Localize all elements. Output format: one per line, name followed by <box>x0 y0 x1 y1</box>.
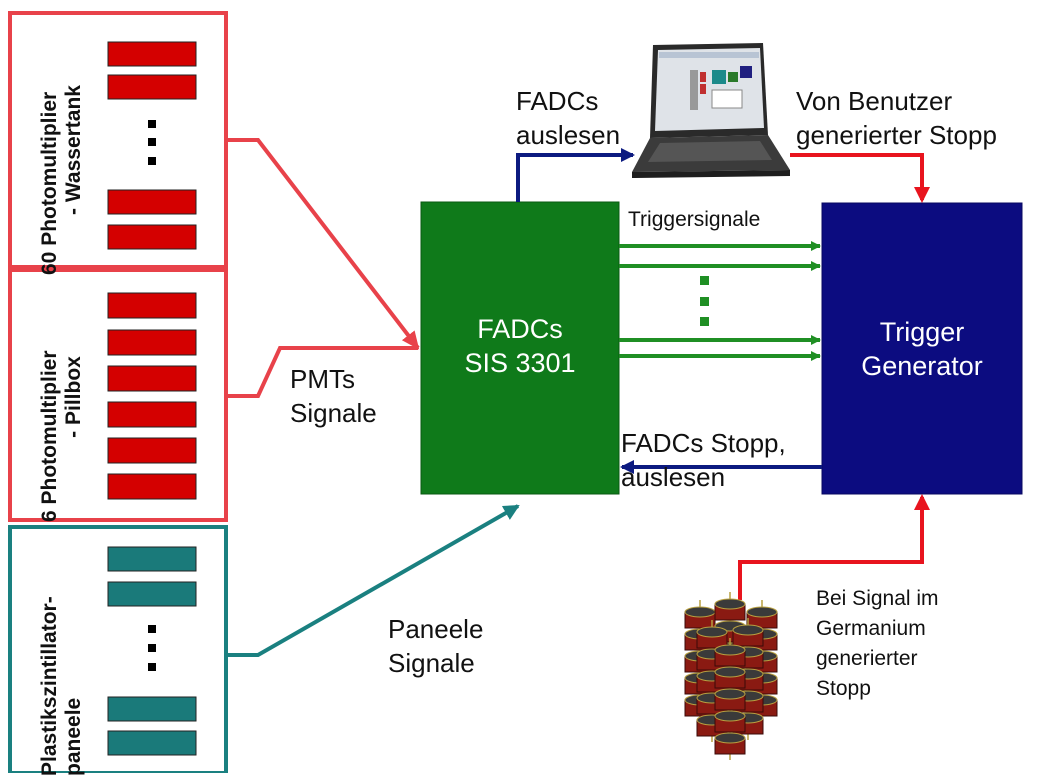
pmt-bar <box>107 437 197 464</box>
panel-bar <box>107 546 197 572</box>
trigger-signals-label: Triggersignale <box>628 208 761 231</box>
wassertank-label-line1: 60 Photomultiplier <box>38 91 61 275</box>
detector-cap <box>714 666 746 678</box>
pillbox-label-line2: - Pillbox <box>62 356 85 438</box>
panel-bar <box>107 730 197 756</box>
trigger-signal-arrows <box>619 241 821 361</box>
fadc-readout-line2: auslesen <box>516 120 621 150</box>
fadc-stop-line1: FADCs Stopp, <box>621 428 786 458</box>
paneele-group-label: Plastikszintillator- paneele <box>38 526 86 776</box>
user-stop-line1: Von Benutzer <box>796 86 953 116</box>
detector-cap <box>714 710 746 722</box>
pmt-bar <box>107 292 197 319</box>
germanium-stop-line4: Stopp <box>816 677 871 700</box>
pillbox-label-line1: 6 Photomultiplier <box>38 350 61 522</box>
detector-cap <box>684 606 716 618</box>
detector-cap <box>746 606 778 618</box>
panel-signals-line1: Paneele <box>388 614 484 644</box>
pmt-bar <box>107 473 197 500</box>
trigger-ellipsis <box>700 276 709 326</box>
fadc-stop-label: FADCs Stopp, auslesen <box>621 426 786 494</box>
fadc-readout-arrow <box>516 148 635 202</box>
pmt-bar <box>107 401 197 428</box>
detector-cap <box>696 626 728 638</box>
panel-signal-line <box>226 504 520 657</box>
pmt-bar <box>107 365 197 392</box>
germanium-stop-line3: generierter <box>816 647 918 670</box>
fadc-label-line2: SIS 3301 <box>464 348 576 378</box>
detector-cap <box>714 688 746 700</box>
trigger-label-line2: Generator <box>861 351 983 381</box>
paneele-label-line2: paneele <box>62 697 85 776</box>
pmt-bar <box>107 41 197 67</box>
trigger-label-line1: Trigger <box>879 317 965 347</box>
paneele-bars <box>107 546 197 756</box>
pmt-bar <box>107 189 197 215</box>
pillbox-pmt-bars <box>107 292 197 500</box>
detector-cap <box>714 598 746 610</box>
panel-bar <box>107 581 197 607</box>
user-stop-arrow <box>790 153 930 203</box>
germanium-stop-line2: Germanium <box>816 617 926 640</box>
fadc-readout-line1: FADCs <box>516 86 599 116</box>
pmt-signals-label: PMTs Signale <box>290 362 377 430</box>
fadc-readout-label: FADCs auslesen <box>516 84 620 152</box>
pmt-signal-lines <box>226 138 420 398</box>
trigger-box-label: Trigger Generator <box>822 315 1022 383</box>
wassertank-label-line2: - Wassertank <box>62 85 85 215</box>
wassertank-group-label: 60 Photomultiplier - Wassertank <box>38 25 86 275</box>
wassertank-pmt-bars <box>107 41 197 250</box>
germanium-stop-label: Bei Signal im Germanium generierter Stop… <box>816 584 939 704</box>
panel-bar <box>107 696 197 722</box>
pmt-signals-line1: PMTs <box>290 364 355 394</box>
user-stop-line2: generierter Stopp <box>796 120 997 150</box>
fadc-box-label: FADCs SIS 3301 <box>421 312 619 380</box>
ellipsis-dots <box>148 120 156 671</box>
pillbox-group-label: 6 Photomultiplier - Pillbox <box>38 272 86 522</box>
pmt-signals-line2: Signale <box>290 398 377 428</box>
germanium-detector-array-icon <box>684 592 778 760</box>
paneele-label-line1: Plastikszintillator- <box>38 596 61 776</box>
germanium-stop-arrow <box>738 494 930 600</box>
detector-cap <box>714 732 746 744</box>
detector-cap <box>732 624 764 636</box>
detector-cap <box>714 644 746 656</box>
laptop-icon <box>632 43 790 178</box>
user-stop-label: Von Benutzer generierter Stopp <box>796 84 997 152</box>
pmt-bar <box>107 224 197 250</box>
pmt-bar <box>107 329 197 356</box>
pmt-bar <box>107 74 197 100</box>
panel-signals-line2: Signale <box>388 648 475 678</box>
fadc-stop-line2: auslesen <box>621 462 726 492</box>
fadc-label-line1: FADCs <box>477 314 563 344</box>
germanium-stop-line1: Bei Signal im <box>816 587 939 610</box>
trigger-generator-box <box>821 202 1023 495</box>
panel-signals-label: Paneele Signale <box>388 612 483 680</box>
paneele-group-box <box>8 525 228 773</box>
